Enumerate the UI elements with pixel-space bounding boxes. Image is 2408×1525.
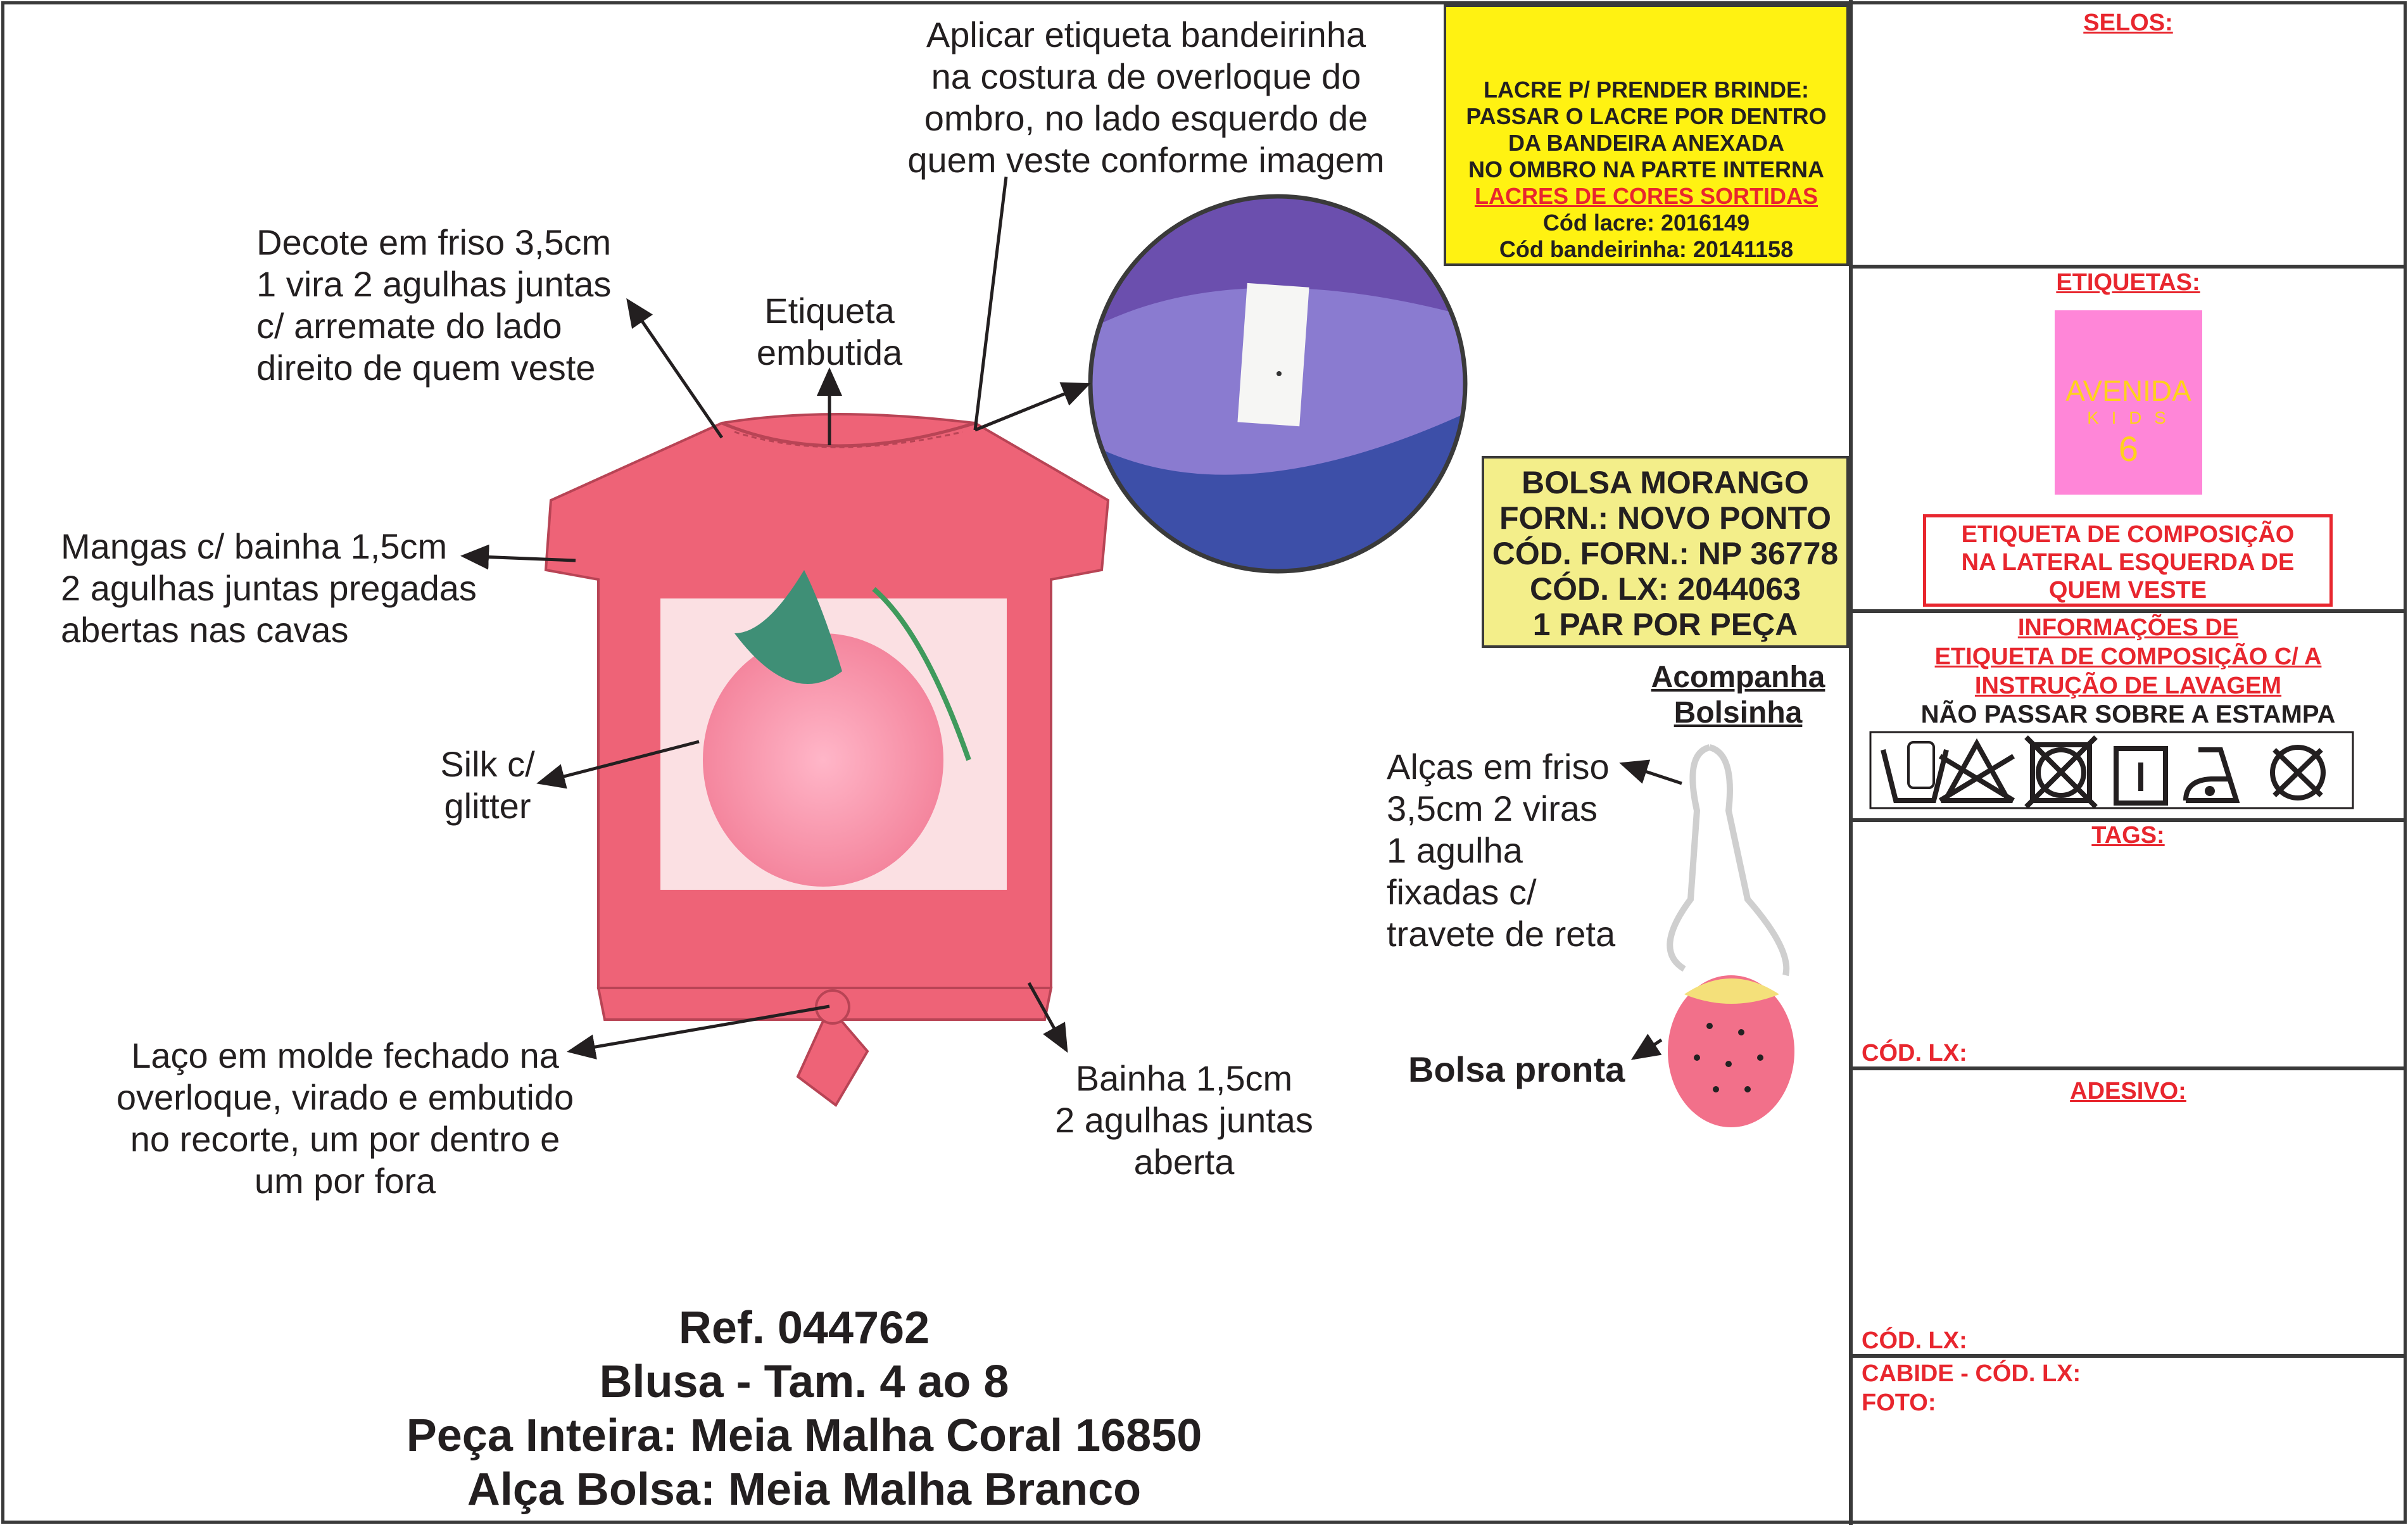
cabide-foto: CABIDE - CÓD. LX: FOTO: bbox=[1862, 1360, 2081, 1416]
panel-divider bbox=[1849, 0, 1853, 1525]
fabric: Peça Inteira: Meia Malha Coral 16850 bbox=[406, 1410, 1202, 1461]
care-info-heading: INFORMAÇÕES DE ETIQUETA DE COMPOSIÇÃO C/… bbox=[1934, 614, 2322, 699]
acompanha-text: Acompanha bbox=[1651, 661, 1825, 694]
note-bandeirinha: Aplicar etiqueta bandeirinha na costura … bbox=[907, 15, 1385, 180]
reference-block: Ref. 044762 Blusa - Tam. 4 ao 8 Peça Int… bbox=[285, 1301, 1323, 1517]
tshirt-illustration bbox=[544, 413, 1110, 1107]
do-not-iron-print: NÃO PASSAR SOBRE A ESTAMPA bbox=[1920, 700, 2336, 728]
product-name: Blusa - Tam. 4 ao 8 bbox=[599, 1357, 1009, 1407]
bag-line: FORN.: NOVO PONTO bbox=[1499, 500, 1832, 536]
label-brand: AVENIDA bbox=[2065, 374, 2191, 407]
brand-label: AVENIDA K I D S 6 bbox=[2055, 310, 2202, 495]
seal-instructions-box: LACRE P/ PRENDER BRINDE: PASSAR O LACRE … bbox=[1444, 4, 1849, 266]
lacre-line: LACRE P/ PRENDER BRINDE: bbox=[1483, 77, 1810, 103]
lacre-line: DA BANDEIRA ANEXADA bbox=[1508, 130, 1784, 156]
no-bleach-icon bbox=[1938, 738, 2015, 803]
bolsinha-text: Bolsinha bbox=[1674, 696, 1803, 730]
panel-divider bbox=[1849, 1354, 2406, 1358]
panel-divider bbox=[1849, 818, 2406, 822]
lacre-line: PASSAR O LACRE POR DENTRO bbox=[1466, 103, 1827, 129]
strawberry-bag-illustration bbox=[1667, 744, 1794, 1127]
label-size: 6 bbox=[2118, 429, 2139, 469]
no-tumble-dry-icon bbox=[2024, 735, 2098, 809]
bag-info-box: BOLSA MORANGO FORN.: NOVO PONTO CÓD. FOR… bbox=[1482, 456, 1849, 648]
lacre-line: NO OMBRO NA PARTE INTERNA bbox=[1468, 156, 1824, 182]
line-dry-icon bbox=[2114, 746, 2168, 806]
panel-divider bbox=[1849, 265, 2406, 269]
note-bolsa-pronta: Bolsa pronta bbox=[1408, 1049, 1625, 1089]
note-mangas: Mangas c/ bainha 1,5cm 2 agulhas juntas … bbox=[61, 526, 477, 650]
bag-line: BOLSA MORANGO bbox=[1522, 465, 1809, 500]
cod-bandeirinha: Cód bandeirinha: 20141158 bbox=[1499, 236, 1794, 262]
lacre-highlight: LACRES DE CORES SORTIDAS bbox=[1474, 183, 1819, 209]
composition-note: ETIQUETA DE COMPOSIÇÃO NA LATERAL ESQUER… bbox=[1923, 514, 2333, 607]
note-bainha: Bainha 1,5cm 2 agulhas juntas aberta bbox=[1055, 1058, 1313, 1182]
hand-wash-icon bbox=[1881, 741, 1949, 803]
label-sub: K I D S bbox=[2087, 408, 2170, 427]
selos-heading: SELOS: bbox=[2083, 9, 2173, 36]
care-symbols bbox=[1869, 731, 2354, 809]
etiquetas-heading: ETIQUETAS: bbox=[2056, 269, 2200, 296]
strap-fabric: Alça Bolsa: Meia Malha Branco bbox=[467, 1464, 1142, 1515]
tags-cod-lx: CÓD. LX: bbox=[1862, 1040, 1967, 1066]
annotation-arrows bbox=[460, 176, 1682, 1060]
bag-line: CÓD. FORN.: NP 36778 bbox=[1492, 536, 1839, 571]
adesivo-cod-lx: CÓD. LX: bbox=[1862, 1327, 1967, 1354]
note-laco: Laço em molde fechado na overloque, vira… bbox=[116, 1035, 574, 1201]
panel-divider bbox=[1849, 609, 2406, 613]
note-acompanha-bolsinha: Acompanha Bolsinha bbox=[1621, 660, 1855, 731]
iron-low-icon bbox=[2183, 747, 2240, 803]
bag-line: 1 PAR POR PEÇA bbox=[1532, 607, 1798, 642]
note-etiqueta-embutida: Etiqueta embutida bbox=[756, 291, 903, 372]
note-decote: Decote em friso 3,5cm 1 vira 2 agulhas j… bbox=[256, 222, 612, 388]
label-detail-photo bbox=[1092, 198, 1464, 570]
note-silk: Silk c/ glitter bbox=[440, 744, 535, 826]
note-alcas: Alças em friso 3,5cm 2 viras 1 agulha fi… bbox=[1387, 747, 1616, 954]
cod-lacre: Cód lacre: 2016149 bbox=[1542, 210, 1750, 236]
panel-divider bbox=[1849, 1066, 2406, 1070]
no-dry-clean-icon bbox=[2270, 745, 2326, 800]
tags-heading: TAGS: bbox=[2091, 822, 2165, 849]
adesivo-heading: ADESIVO: bbox=[2070, 1078, 2186, 1104]
ref-code: Ref. 044762 bbox=[678, 1303, 930, 1353]
bag-line: CÓD. LX: 2044063 bbox=[1530, 571, 1801, 607]
